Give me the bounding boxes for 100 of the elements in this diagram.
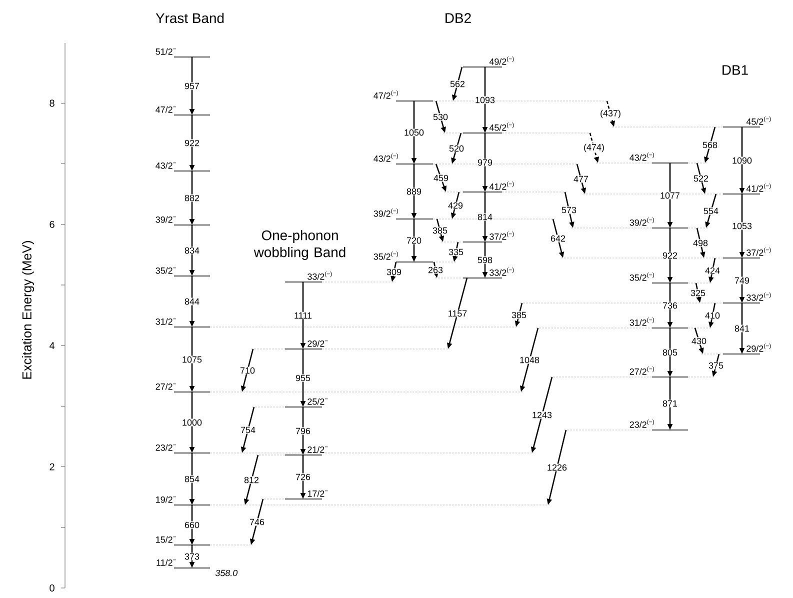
- edge-label: 955: [294, 374, 312, 382]
- edge-label: 309: [386, 268, 402, 276]
- spin-label: 35/2$^{−}$: [156, 267, 176, 274]
- tick-label: 0: [50, 584, 54, 592]
- axis-title: Excitation Energy (MeV): [22, 241, 34, 379]
- edge-label: 522: [692, 174, 710, 182]
- edge-label: 834: [184, 246, 200, 254]
- edge-label: 424: [704, 266, 721, 274]
- spin-label: 45/2$^{(−)}$: [746, 116, 771, 125]
- spin-label: 43/2$^{−}$: [156, 162, 176, 169]
- edge-label: 754: [240, 426, 256, 434]
- spin-label: 37/2$^{(−)}$: [490, 232, 514, 240]
- edge-label: 530: [432, 113, 449, 121]
- spin-label: 43/2$^{(−)}$: [630, 152, 654, 161]
- tick-label: 8: [50, 100, 54, 107]
- edge-label: 1111: [293, 312, 313, 320]
- spin-label: 45/2$^{(−)}$: [489, 122, 514, 131]
- edge-label: 1093: [474, 96, 496, 104]
- edge-label: 554: [702, 207, 720, 215]
- edge-label: 562: [449, 80, 466, 88]
- spin-label: 47/2$^{(−)}$: [374, 90, 398, 99]
- edge-label: 429: [447, 202, 464, 210]
- edge-label: 1053: [731, 222, 753, 230]
- spin-label: 11/2$^{−}$: [156, 559, 176, 566]
- band-title: DB2: [446, 13, 471, 23]
- band-title: One-phonon wobbling Band: [254, 230, 346, 260]
- spin-label: 29/2$^{(−)}$: [746, 344, 771, 352]
- edge-label: 385: [432, 226, 448, 234]
- spin-label: 37/2$^{(−)}$: [746, 248, 771, 256]
- edge-label: 726: [294, 473, 312, 481]
- edge-label: 573: [560, 206, 578, 214]
- tick-label: 6: [50, 220, 54, 228]
- edge-label: 1090: [731, 156, 753, 164]
- edge-label: 325: [690, 289, 706, 297]
- tick-label: 2: [50, 463, 54, 470]
- edge-label: 430: [690, 337, 708, 345]
- edge-label: 922: [184, 139, 200, 147]
- spin-label: 31/2$^{(−)}$: [630, 318, 654, 326]
- edge-label: 844: [184, 298, 200, 306]
- edge-label: 1048: [518, 356, 540, 364]
- edge-label: 796: [294, 427, 312, 435]
- edge-label: 854: [184, 475, 200, 483]
- spin-label: 39/2$^{(−)}$: [374, 208, 398, 217]
- edge-label: 979: [476, 158, 494, 166]
- edge-label: 568: [702, 141, 718, 149]
- spin-label: 39/2$^{(−)}$: [630, 218, 654, 226]
- edge-label: 889: [406, 188, 422, 196]
- edge-label: 598: [476, 256, 494, 264]
- spin-label: 47/2$^{−}$: [156, 106, 176, 113]
- edge-label: 746: [248, 518, 266, 526]
- edge-label: 373: [184, 552, 200, 560]
- spin-label: 23/2$^{(−)}$: [630, 420, 654, 428]
- spin-label: 29/2$^{−}$: [308, 340, 328, 347]
- band-title: DB1: [722, 65, 748, 75]
- edge-label: 1050: [403, 128, 425, 136]
- edge-label: 335: [448, 248, 464, 256]
- edge-label: 1000: [181, 418, 203, 426]
- edge-label: (437): [599, 109, 622, 119]
- edge-label: 459: [432, 174, 450, 182]
- edge-label: 410: [704, 312, 721, 320]
- spin-label: 15/2$^{−}$: [156, 536, 176, 543]
- spin-label: 27/2$^{−}$: [156, 383, 176, 390]
- spin-label: 33/2$^{(−)}$: [308, 272, 332, 280]
- spin-label: 27/2$^{(−)}$: [630, 366, 654, 375]
- edge-label: 841: [734, 324, 750, 332]
- spin-label: 21/2$^{−}$: [308, 446, 328, 453]
- edge-label: 263: [427, 266, 444, 274]
- edge-label: 749: [734, 276, 750, 284]
- edge-label: 375: [708, 362, 724, 370]
- spin-label: 35/2$^{(−)}$: [630, 272, 654, 281]
- edge-label: 720: [406, 236, 422, 244]
- edge-label: 1075: [181, 356, 203, 364]
- spin-label: 19/2$^{−}$: [156, 496, 176, 503]
- edge-label: 1226: [546, 464, 568, 472]
- spin-label: 51/2$^{−}$: [156, 48, 176, 55]
- spin-label: 17/2$^{−}$: [308, 490, 328, 497]
- band-title: Yrast Band: [156, 12, 224, 24]
- edge-label: 1243: [531, 411, 553, 419]
- edge-label: 642: [550, 234, 566, 242]
- spin-label: 33/2$^{(−)}$: [490, 268, 514, 276]
- edge-label: 477: [572, 175, 590, 183]
- edge-label: 660: [184, 521, 200, 529]
- edge-label: 710: [239, 366, 256, 374]
- energy-value: 358.0: [215, 570, 238, 576]
- spin-label: 41/2$^{(−)}$: [489, 182, 514, 190]
- spin-label: 39/2$^{−}$: [156, 216, 176, 223]
- edge-label: 498: [692, 239, 709, 247]
- edge-label: 871: [662, 400, 678, 408]
- spin-label: 23/2$^{−}$: [156, 444, 176, 451]
- edge-label: 520: [448, 144, 465, 152]
- spin-label: 49/2$^{(−)}$: [489, 56, 514, 65]
- edge-label: 1157: [447, 310, 468, 318]
- spin-label: 35/2$^{(−)}$: [374, 252, 398, 260]
- edge-label: 1077: [659, 192, 681, 200]
- edge-label: 882: [184, 194, 200, 202]
- spin-label: 33/2$^{(−)}$: [746, 292, 771, 301]
- tick-label: 4: [50, 342, 55, 350]
- spin-label: 25/2$^{−}$: [308, 398, 328, 405]
- edge-label: 736: [662, 302, 678, 310]
- edge-label: 805: [662, 348, 678, 356]
